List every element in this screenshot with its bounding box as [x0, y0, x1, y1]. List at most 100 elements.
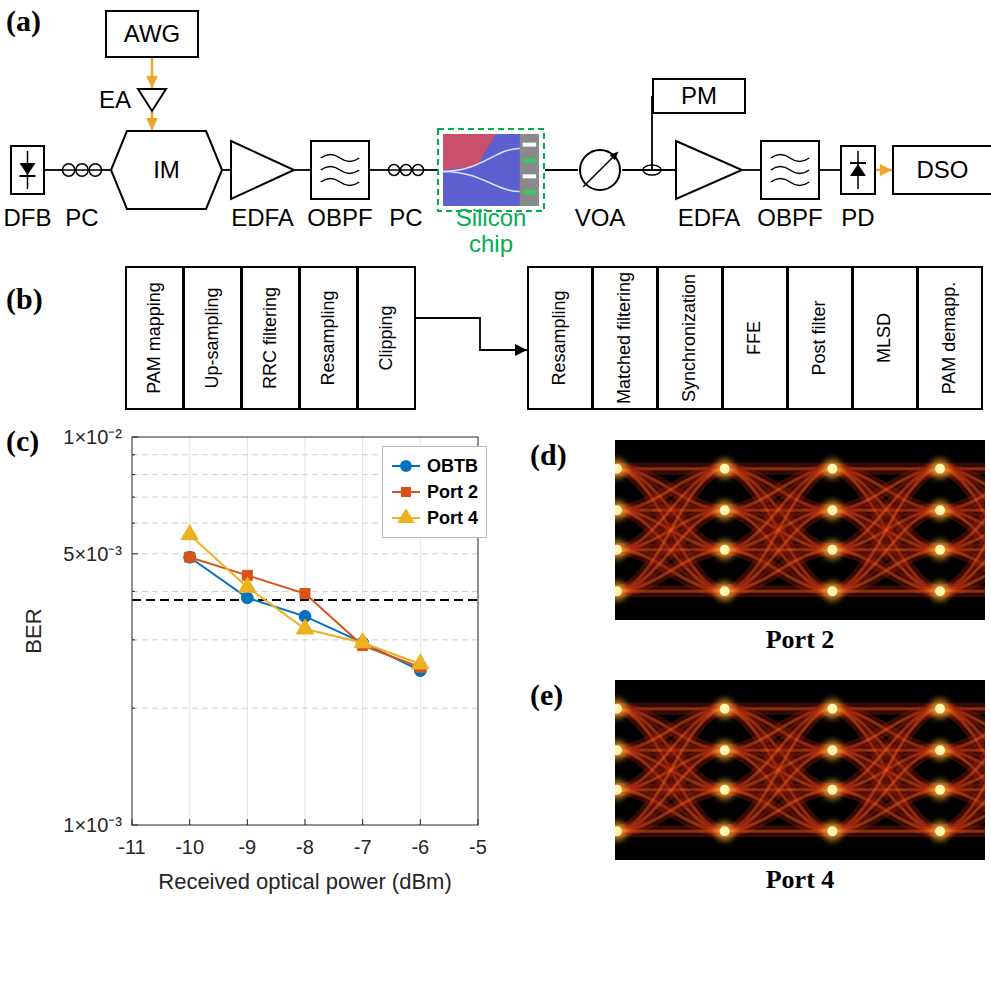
fiber-connector	[424, 169, 437, 171]
node-label: PC	[389, 205, 422, 231]
node-label: IM	[110, 130, 223, 210]
node-label: Silicon chip	[439, 205, 543, 258]
legend-sample	[391, 509, 421, 527]
threshold-line	[132, 599, 478, 601]
tick-mark	[132, 437, 138, 438]
tick-mark	[305, 819, 306, 825]
tick-label: -9	[238, 836, 256, 858]
grid-line	[362, 437, 363, 825]
data-series	[190, 557, 421, 670]
tick-mark	[247, 819, 248, 825]
tick-mark	[132, 639, 135, 640]
node-outline	[760, 140, 820, 200]
dsp-block: Up-sampling	[183, 266, 242, 410]
node-outline	[137, 88, 167, 112]
attenuator-symbol: VOA	[578, 148, 622, 192]
data-marker	[300, 589, 310, 599]
node-label: Resampling	[550, 290, 570, 385]
instrument-box: PM	[652, 78, 746, 114]
tick-mark	[132, 454, 135, 455]
polarization-controller: PC	[388, 159, 424, 181]
dsp-block: Synchronization	[657, 266, 723, 410]
tick-mark	[189, 819, 190, 825]
fiber-connector	[416, 318, 527, 350]
tick-mark	[132, 553, 138, 554]
figure-caption: Port 2	[766, 626, 835, 655]
dsp-block: MLSD	[852, 266, 918, 410]
node-label: DFB	[4, 205, 52, 231]
node-label: PAM mapping	[145, 282, 165, 394]
tick-label: -6	[411, 836, 429, 858]
fiber-connector	[295, 169, 310, 171]
legend-label: OBTB	[427, 456, 478, 477]
node-label: EDFA	[678, 205, 741, 231]
data-series	[190, 535, 421, 664]
dsp-block: Matched filtering	[592, 266, 658, 410]
legend-entry: Port 2	[391, 479, 478, 505]
eye-diagram	[615, 440, 985, 620]
node-label: Clipping	[377, 305, 397, 370]
data-marker	[185, 552, 195, 562]
tick-label: -11	[118, 836, 145, 858]
tick-mark	[132, 591, 135, 592]
laser-symbol: DFB	[10, 145, 45, 195]
amplifier-symbol: EDFA	[230, 140, 295, 200]
tick-mark	[478, 819, 479, 825]
legend-entry: Port 4	[391, 505, 478, 531]
node-outline	[62, 159, 102, 181]
node-label: MLSD	[875, 313, 895, 363]
panel-letter: (c)	[6, 424, 39, 457]
dsp-block: FFE	[722, 266, 788, 410]
figure-caption: Port 4	[766, 866, 835, 895]
chip-image: Silicon chip	[437, 128, 545, 212]
data-marker	[181, 525, 198, 540]
tick-label: 5×10⁻³	[63, 543, 122, 565]
filter-symbol: OBPF	[760, 140, 820, 200]
node-label: DSO	[892, 145, 991, 195]
instrument-box: DSO	[892, 145, 991, 195]
dsp-block: PAM mapping	[125, 266, 184, 410]
node-label: FFE	[745, 321, 765, 355]
fiber-connector	[370, 169, 388, 171]
fiber-connector	[102, 169, 110, 171]
grid-line	[247, 437, 248, 825]
node-outline	[310, 140, 370, 200]
fiber-connector	[45, 169, 62, 171]
data-marker	[412, 654, 429, 669]
axis-title: Received optical power (dBm)	[158, 870, 451, 894]
tick-mark	[362, 819, 363, 825]
tick-label: -7	[354, 836, 372, 858]
node-label: Synchronization	[680, 274, 700, 402]
eye-diagram	[615, 680, 985, 860]
tick-label: -5	[469, 836, 487, 858]
grid-line	[132, 639, 478, 640]
node-outline	[840, 145, 876, 195]
node-outline	[578, 148, 622, 192]
panel-letter: (b)	[6, 282, 43, 315]
dsp-block: Post filter	[787, 266, 853, 410]
node-label: VOA	[575, 205, 626, 231]
node-label: EA	[99, 87, 131, 113]
grid-line	[132, 708, 478, 709]
tick-label: -8	[296, 836, 314, 858]
legend-label: Port 2	[427, 482, 478, 503]
chart-legend: OBTB Port 2Port 4	[382, 446, 487, 538]
fiber-connector	[820, 169, 840, 171]
fiber-connector	[622, 96, 652, 170]
dsp-block: Clipping	[357, 266, 416, 410]
amplifier-symbol: EDFA	[675, 140, 743, 200]
node-label: Matched filtering	[615, 272, 635, 404]
panel-letter: (a)	[6, 4, 41, 37]
node-label: PAM demapp.	[940, 282, 960, 395]
node-label: Up-sampling	[203, 287, 223, 388]
tick-label: -10	[175, 836, 204, 858]
tick-label: 1×10⁻²	[63, 426, 122, 448]
node-outline	[10, 145, 45, 195]
tick-mark	[132, 825, 138, 826]
dsp-block: RRC filtering	[241, 266, 300, 410]
tick-mark	[132, 819, 133, 825]
tick-mark	[420, 819, 421, 825]
data-marker	[184, 551, 196, 563]
electrical-connector	[151, 58, 154, 88]
